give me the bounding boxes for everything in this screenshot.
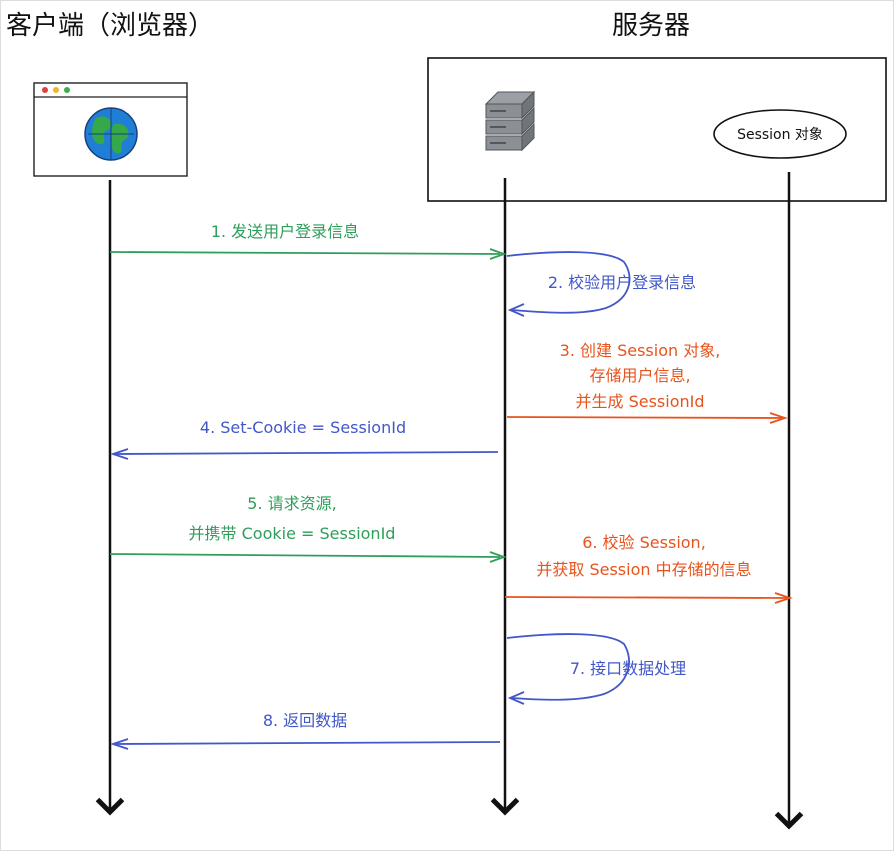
step-8-line-1: 8. 返回数据 (263, 711, 347, 730)
client-title: 客户端（浏览器） (6, 11, 214, 41)
server-box (427, 57, 887, 202)
session-object-node: Session 对象 (713, 109, 847, 159)
step-2-line-1: 2. 校验用户登录信息 (548, 273, 696, 292)
browser-globe-icon (33, 82, 188, 177)
step-6-line-2: 并获取 Session 中存储的信息 (536, 560, 751, 579)
step-6-line-1: 6. 校验 Session, (582, 533, 706, 552)
step-3-label: 3. 创建 Session 对象, 存储用户信息, 并生成 SessionId (560, 341, 721, 411)
server-title: 服务器 (612, 11, 690, 41)
arrow-step-8 (110, 738, 501, 750)
arrow-step-5 (109, 551, 507, 563)
arrow-step-6 (504, 592, 793, 604)
arrow-step-1 (109, 248, 507, 260)
step-5-label: 5. 请求资源, 并携带 Cookie = SessionId (189, 494, 396, 543)
step-3-line-3: 并生成 SessionId (575, 392, 704, 411)
step-6-label: 6. 校验 Session, 并获取 Session 中存储的信息 (536, 533, 751, 579)
step-1-label: 1. 发送用户登录信息 (211, 222, 359, 241)
arrow-step-7 (506, 633, 630, 705)
step-4-label: 4. Set-Cookie = SessionId (200, 418, 406, 437)
step-7-label: 7. 接口数据处理 (570, 659, 686, 678)
step-4-line-1: 4. Set-Cookie = SessionId (200, 418, 406, 437)
arrow-step-4 (110, 448, 499, 460)
arrow-step-3 (506, 412, 788, 424)
step-1-line-1: 1. 发送用户登录信息 (211, 222, 359, 241)
step-3-line-1: 3. 创建 Session 对象, (560, 341, 721, 360)
step-8-label: 8. 返回数据 (263, 711, 347, 730)
arrow-step-2 (506, 251, 631, 317)
step-5-line-1: 5. 请求资源, (247, 494, 336, 513)
step-3-line-2: 存储用户信息, (589, 366, 690, 385)
step-7-line-1: 7. 接口数据处理 (570, 659, 686, 678)
session-object-label: Session 对象 (737, 127, 823, 143)
server-rack-icon (484, 90, 536, 152)
step-2-label: 2. 校验用户登录信息 (548, 273, 696, 292)
step-5-line-2: 并携带 Cookie = SessionId (189, 524, 396, 543)
